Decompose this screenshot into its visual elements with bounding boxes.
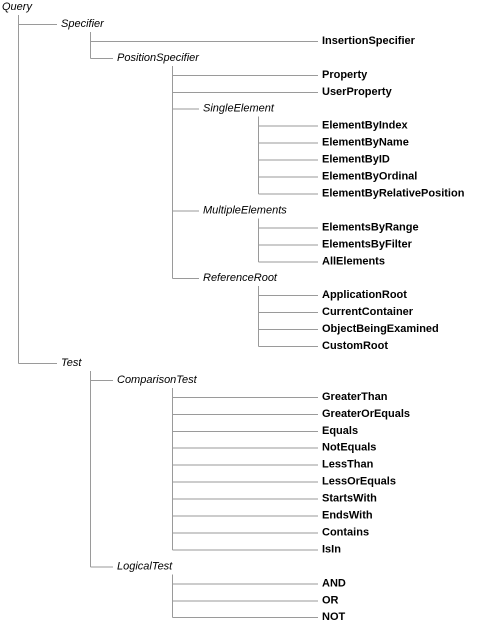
node-comparison-test: ComparisonTest [117, 374, 198, 386]
node-reference-root: ReferenceRoot [203, 272, 278, 284]
node-element-by-ordinal: ElementByOrdinal [322, 171, 417, 183]
node-less-than: LessThan [322, 459, 374, 471]
node-element-by-relative-position: ElementByRelativePosition [322, 187, 465, 199]
node-application-root: ApplicationRoot [322, 289, 407, 301]
node-greater-than: GreaterThan [322, 391, 388, 403]
node-query: Query [2, 1, 33, 13]
node-custom-root: CustomRoot [322, 340, 388, 352]
node-greater-or-equals: GreaterOrEquals [322, 408, 410, 420]
node-contains: Contains [322, 526, 369, 538]
node-starts-with: StartsWith [322, 493, 377, 505]
node-test: Test [61, 357, 82, 369]
node-equals: Equals [322, 425, 358, 437]
node-element-by-name: ElementByName [322, 137, 409, 149]
node-specifier: Specifier [61, 18, 105, 30]
node-not: NOT [322, 611, 346, 623]
node-insertion-specifier: InsertionSpecifier [322, 35, 416, 47]
node-or: OR [322, 594, 339, 606]
node-is-in: IsIn [322, 543, 341, 555]
node-less-or-equals: LessOrEquals [322, 476, 396, 488]
node-and: AND [322, 577, 346, 589]
node-elements-by-filter: ElementsByFilter [322, 238, 413, 250]
node-current-container: CurrentContainer [322, 306, 414, 318]
node-not-equals: NotEquals [322, 442, 376, 454]
node-object-being-examined: ObjectBeingExamined [322, 323, 439, 335]
node-logical-test: LogicalTest [117, 560, 173, 572]
node-elements-by-range: ElementsByRange [322, 221, 419, 233]
node-element-by-id: ElementByID [322, 154, 390, 166]
tree-edges [18, 15, 318, 619]
node-multiple-elements: MultipleElements [203, 204, 287, 216]
node-user-property: UserProperty [322, 86, 393, 98]
node-ends-with: EndsWith [322, 510, 373, 522]
node-position-specifier: PositionSpecifier [117, 52, 200, 64]
node-single-element: SingleElement [203, 103, 275, 115]
node-all-elements: AllElements [322, 255, 385, 267]
node-element-by-index: ElementByIndex [322, 120, 408, 132]
tree-nodes: QuerySpecifierInsertionSpecifierPosition… [2, 1, 465, 623]
node-property: Property [322, 69, 368, 81]
